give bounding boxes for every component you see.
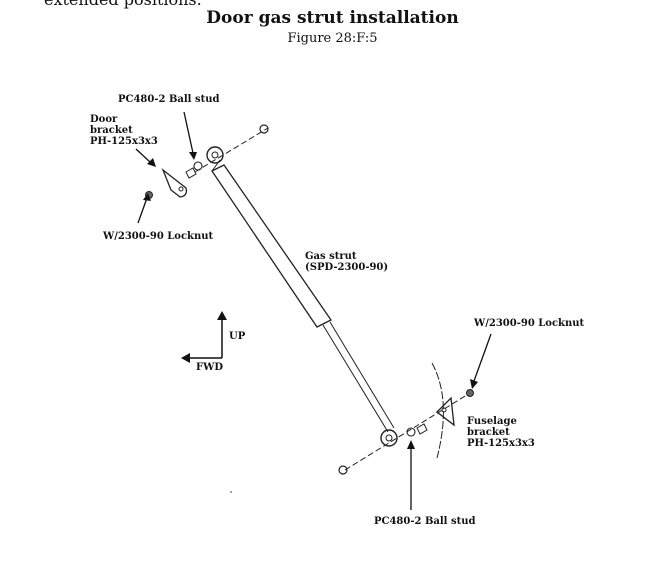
strut-rod-2: [329, 321, 395, 429]
top-nut: [259, 124, 269, 134]
fuselage-bracket-shape: [436, 396, 455, 427]
strut-rod-1: [322, 324, 389, 433]
diagram-title: Door gas strut installation: [206, 8, 459, 28]
cut-off-text: extended positions.: [44, 0, 202, 9]
label-ball-stud-bottom: PC480-2 Ball stud: [374, 516, 476, 527]
bottom-nut: [338, 465, 348, 475]
locknut-right-shape: [466, 389, 474, 397]
label-locknut-right: W/2300-90 Locknut: [474, 318, 585, 329]
fwd-arrow-icon: [181, 353, 190, 363]
label-locknut-left: W/2300-90 Locknut: [103, 231, 214, 242]
top-axis-line: [194, 127, 269, 173]
label-up: UP: [229, 331, 246, 342]
label-gas-strut: Gas strut (SPD-2300-90): [305, 251, 389, 273]
ball-stud-bottom-shape: [406, 427, 416, 437]
ball-stud-top-shape: [185, 167, 197, 179]
strut-body: [211, 164, 332, 328]
label-fwd: FWD: [196, 362, 224, 373]
up-arrow-icon: [217, 311, 227, 320]
label-ball-stud-top: PC480-2 Ball stud: [118, 94, 220, 105]
strut-bottom-eye: [380, 429, 398, 447]
fuselage-skin-curve: [431, 362, 444, 459]
label-fuselage-bracket: Fuselage bracket PH-125x3x3: [467, 416, 535, 449]
strut-top-eye: [206, 146, 224, 164]
label-door-bracket: Door bracket PH-125x3x3: [90, 114, 158, 147]
figure-reference: Figure 28:F:5: [287, 31, 378, 46]
door-bracket-shape: [161, 168, 188, 198]
